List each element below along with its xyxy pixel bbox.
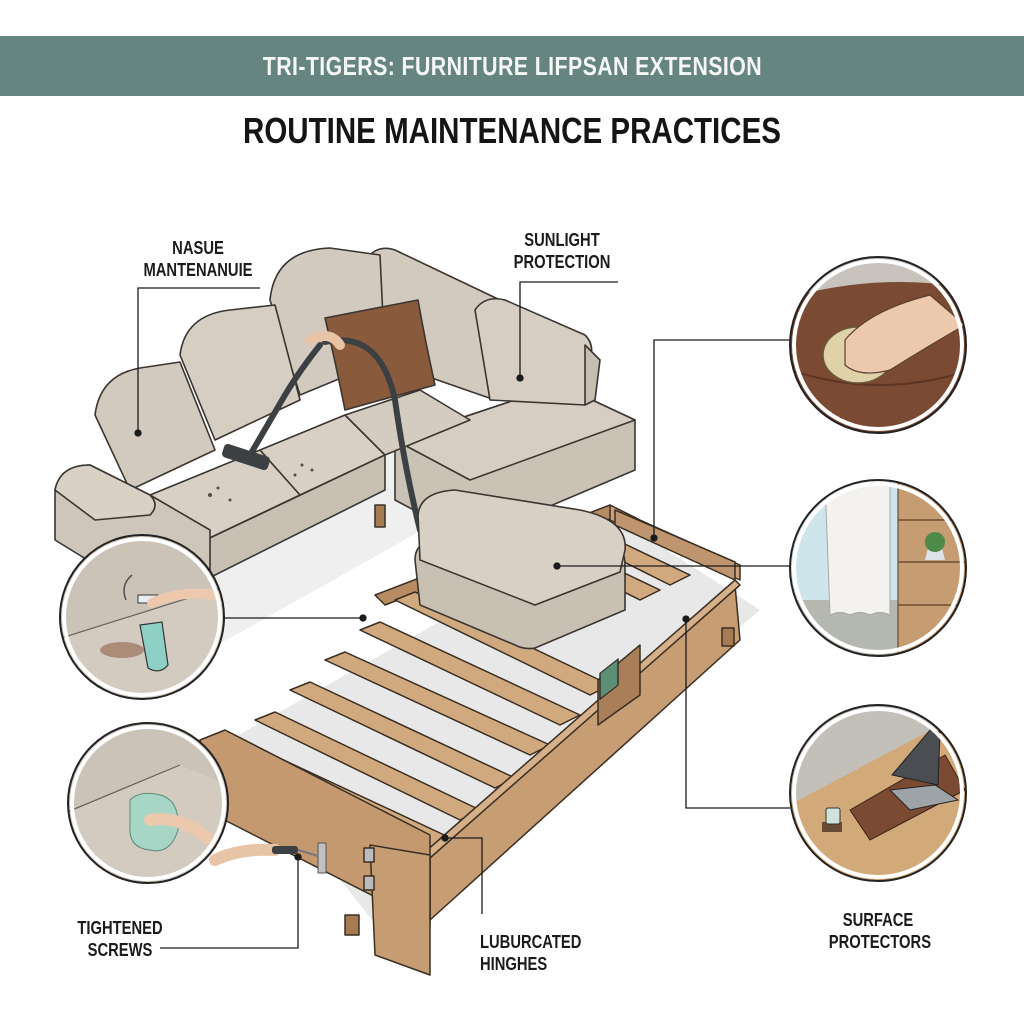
sunlight-connector [519,281,618,378]
ottoman-cushion [414,489,626,650]
callout-lines [134,281,790,949]
label-fabric-maintenance: NASUE MANTENANUIE [143,238,253,280]
screws-connector [160,857,299,949]
page-headline: ROUTINE MAINTENANCE PRACTICES [243,110,781,151]
label-surface-protectors: SURFACE PROTECTORS [828,910,932,952]
label-lubricated-hinges: LUBURCATED HINGHES [480,932,582,974]
label-tightened-screws: TIGHTENED SCREWS [77,918,163,960]
laptop [891,729,941,786]
plant [925,532,945,552]
title-banner: TRI-TIGERS: FURNITURE LIFPSAN EXTENSION [0,36,1024,96]
vacuum-cleaner [208,331,423,533]
hinges-connector [445,837,483,914]
hand [844,294,966,374]
screwdriver-hand [209,843,319,866]
leather-connector [653,339,790,538]
throw-pillow [324,299,436,411]
inset-spot-cleaning [59,534,225,700]
inset-wipe-cleaning [67,722,229,884]
inset-sunlight-curtain [789,479,967,657]
hand [305,331,345,350]
fabric-maintenance-connector [137,287,260,433]
banner-title: TRI-TIGERS: FURNITURE LIFPSAN EXTENSION [262,50,762,81]
spray-bottle [139,621,169,672]
inset-leather-conditioning [789,256,967,434]
sectional-sofa [54,247,636,616]
inset-desk-protectors [789,704,967,882]
label-sunlight-protection: SUNLIGHT PROTECTION [513,230,611,272]
mug [825,807,841,825]
desk-connector [685,619,790,809]
